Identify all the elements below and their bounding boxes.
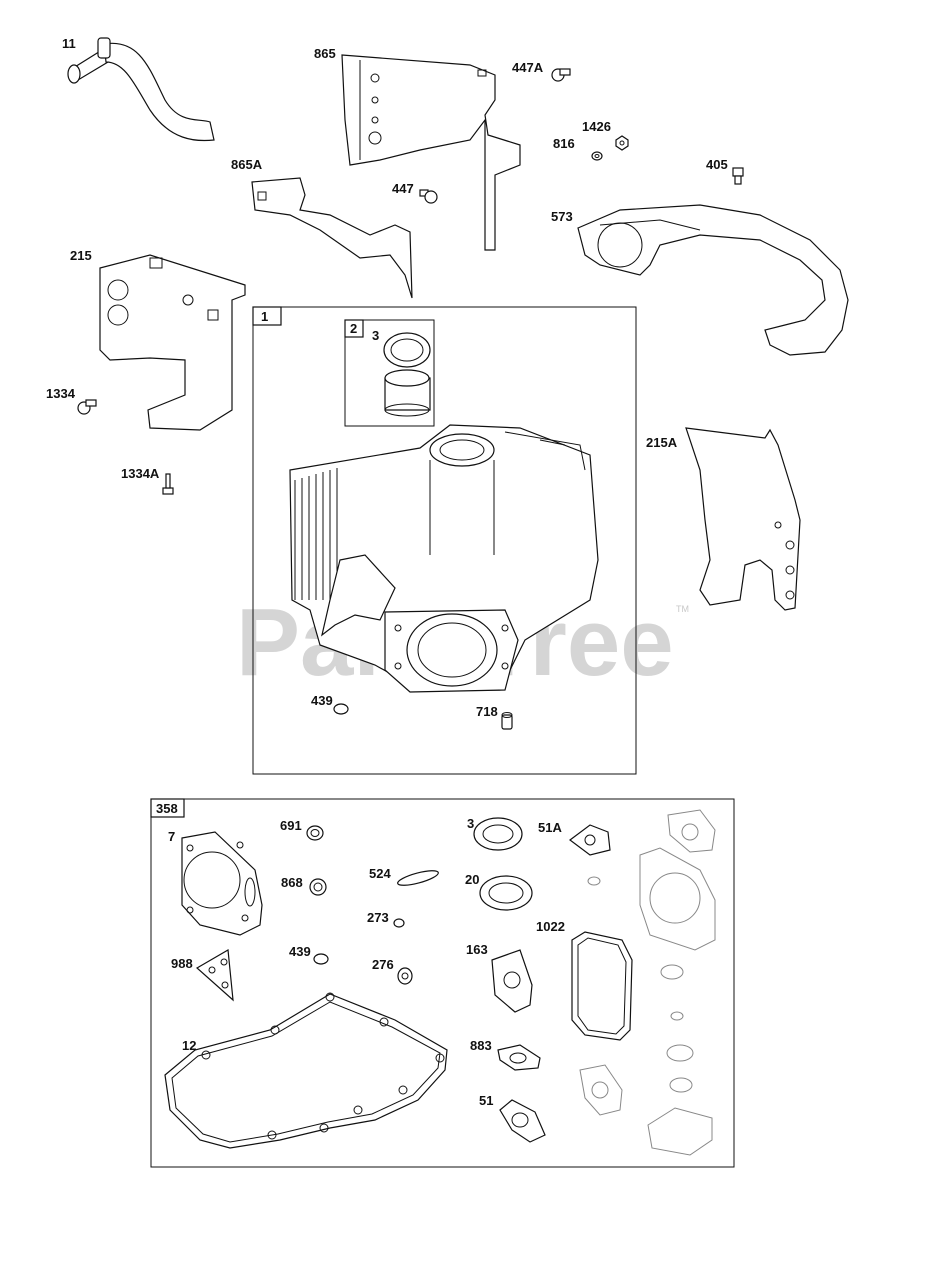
part-20-seal[interactable] xyxy=(479,875,533,911)
label-3-top: 3 xyxy=(372,328,379,343)
part-1022-gasket[interactable] xyxy=(571,931,633,1041)
part-865A-bracket[interactable] xyxy=(251,177,413,299)
label-1426: 1426 xyxy=(582,119,611,134)
short-block-frame xyxy=(252,306,637,775)
label-1334: 1334 xyxy=(46,386,76,401)
part-1334-bolt[interactable] xyxy=(77,399,97,415)
part-405-bolt[interactable] xyxy=(732,167,744,185)
label-816: 816 xyxy=(553,136,575,151)
part-524-oring[interactable] xyxy=(396,868,439,889)
part-691-seal[interactable] xyxy=(306,825,324,841)
part-447A-bolt[interactable] xyxy=(551,68,571,82)
part-3-seal-set[interactable] xyxy=(473,817,523,851)
part-11-breather-tube[interactable] xyxy=(67,37,215,142)
reference-parts-ghost xyxy=(579,809,716,1156)
label-447: 447 xyxy=(392,181,414,196)
bearing-box-tag xyxy=(344,319,364,338)
label-51A: 51A xyxy=(538,820,562,835)
part-3-seal-top[interactable] xyxy=(383,332,431,368)
label-11: 11 xyxy=(62,36,76,51)
part-718-dowel[interactable] xyxy=(501,712,513,730)
part-273-washer[interactable] xyxy=(393,918,405,928)
label-988: 988 xyxy=(171,956,193,971)
part-447-bolt[interactable] xyxy=(419,189,438,204)
label-1022: 1022 xyxy=(536,919,565,934)
part-439-oring-top[interactable] xyxy=(333,703,349,715)
label-691: 691 xyxy=(280,818,302,833)
label-51: 51 xyxy=(479,1093,493,1108)
label-276: 276 xyxy=(372,957,394,972)
part-816-washer[interactable] xyxy=(591,151,603,161)
label-573: 573 xyxy=(551,209,573,224)
label-3-set: 3 xyxy=(467,816,474,831)
short-block-frame-tag xyxy=(252,306,282,326)
label-215: 215 xyxy=(70,248,92,263)
label-868: 868 xyxy=(281,875,303,890)
part-1334A-stud[interactable] xyxy=(162,473,174,495)
label-12: 12 xyxy=(182,1038,196,1053)
label-524: 524 xyxy=(369,866,391,881)
part-573-blower-housing[interactable] xyxy=(577,204,849,356)
part-1426-nut[interactable] xyxy=(615,135,629,151)
part-215-shield[interactable] xyxy=(99,254,246,431)
part-51-gasket[interactable] xyxy=(499,1099,546,1143)
label-439-set: 439 xyxy=(289,944,311,959)
part-7-head-gasket[interactable] xyxy=(181,831,263,936)
watermark-tm: TM xyxy=(676,604,689,614)
label-865A: 865A xyxy=(231,157,263,172)
label-273: 273 xyxy=(367,910,389,925)
part-276-washer[interactable] xyxy=(397,967,413,985)
label-447A: 447A xyxy=(512,60,544,75)
label-718: 718 xyxy=(476,704,498,719)
part-865-bracket[interactable] xyxy=(341,54,521,251)
gasket-set-frame-label: 358 xyxy=(156,801,178,816)
label-405: 405 xyxy=(706,157,728,172)
label-20: 20 xyxy=(465,872,479,887)
label-439-top: 439 xyxy=(311,693,333,708)
engine-block[interactable] xyxy=(289,424,599,693)
label-865: 865 xyxy=(314,46,336,61)
part-51A-gasket[interactable] xyxy=(569,824,611,856)
part-988-gasket[interactable] xyxy=(195,949,234,1002)
part-883-gasket[interactable] xyxy=(497,1044,541,1071)
part-12-crankcase-gasket[interactable] xyxy=(164,992,448,1149)
label-883: 883 xyxy=(470,1038,492,1053)
label-163: 163 xyxy=(466,942,488,957)
part-439-oring-set[interactable] xyxy=(313,953,329,965)
part-868-seal[interactable] xyxy=(309,878,327,896)
bearing-box-frame xyxy=(344,319,435,427)
bearing-box-label: 2 xyxy=(350,321,357,336)
gasket-set-frame-tag xyxy=(150,798,185,818)
label-1334A: 1334A xyxy=(121,466,160,481)
short-block-frame-label: 1 xyxy=(261,309,268,324)
part-163-gasket[interactable] xyxy=(491,949,533,1013)
gasket-set-frame xyxy=(150,798,735,1168)
label-215A: 215A xyxy=(646,435,678,450)
label-7: 7 xyxy=(168,829,175,844)
part-215A-shield[interactable] xyxy=(685,427,801,611)
bearing-sleeve[interactable] xyxy=(384,369,431,417)
